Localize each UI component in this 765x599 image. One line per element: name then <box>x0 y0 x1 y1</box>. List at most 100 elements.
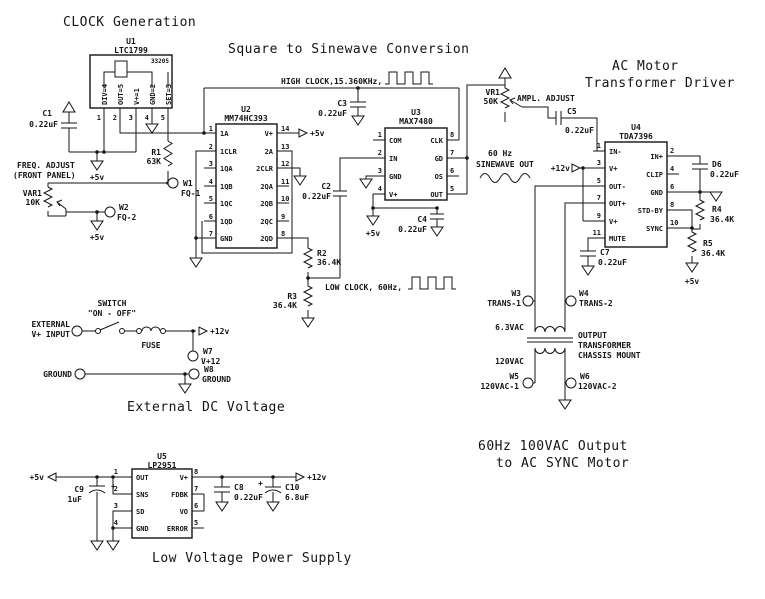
w3-ref: W3 <box>511 289 521 298</box>
plus5v-label: +5v <box>30 473 45 482</box>
d6-value: 0.22uF <box>710 170 739 179</box>
u4-pin-label: MUTE <box>609 235 626 243</box>
c4-ref: C4 <box>417 215 427 224</box>
w6-connector <box>565 377 577 389</box>
c7-capacitor <box>580 250 596 257</box>
u1-pin-number-1: 1 <box>97 114 101 122</box>
plus5v-label: +5v <box>685 277 700 286</box>
u2-pin-number: 1 <box>209 125 213 133</box>
c1-ref: C1 <box>42 109 52 118</box>
u2-pin-number: 7 <box>209 230 213 238</box>
vr1-wires <box>504 78 598 152</box>
u4-right-wires <box>679 155 716 232</box>
transformer-note-3: CHASSIS MOUNT <box>578 351 641 360</box>
c9-ground-arrow <box>90 540 104 551</box>
w5-ref: W5 <box>509 372 519 381</box>
u2-pin-number: 13 <box>281 143 289 151</box>
plus12v-right-arrow <box>198 326 209 336</box>
u5-pin-label: SNS <box>136 491 149 499</box>
secondary-voltage-label: 120VAC <box>495 357 524 366</box>
u5-pin-number: 5 <box>194 519 198 527</box>
junction-dot <box>220 475 224 479</box>
u3-pin-label: OS <box>435 173 443 181</box>
u2-pin-label: 1QA <box>220 165 233 173</box>
r2-ref: R2 <box>317 249 327 258</box>
r2-value: 36.4K <box>317 258 341 267</box>
junction-dot <box>465 156 469 160</box>
junction-dot <box>102 150 106 154</box>
c8-ref: C8 <box>234 483 244 492</box>
u3-pin-stubs <box>373 139 459 195</box>
u5-pin-label: OUT <box>136 474 149 482</box>
sine-wave-icon <box>479 173 531 183</box>
u3-pin-number: 5 <box>450 185 454 193</box>
u5-pin-number: 3 <box>114 502 118 510</box>
u2-pin-label: 2CLR <box>256 165 274 173</box>
plus5v-arrow <box>366 215 380 226</box>
r3-ref: R3 <box>287 292 297 301</box>
u2-pin-label: V+ <box>265 130 273 138</box>
u5-pin-number: 2 <box>114 485 118 493</box>
junction-dot <box>371 206 375 210</box>
junction-dot <box>95 150 99 154</box>
title-output-2: to AC SYNC Motor <box>496 456 629 471</box>
u4-ref: U4 <box>631 123 641 132</box>
plus12v-label: +12v <box>210 327 229 336</box>
u3-pin-label: IN <box>389 155 397 163</box>
u1-pin-out: OUT=5 <box>117 84 125 105</box>
w4-label: TRANS-2 <box>579 299 613 308</box>
w1-label: FQ-1 <box>181 189 200 198</box>
transformer-primary-coil <box>534 326 566 333</box>
u3-ref: U3 <box>411 108 421 117</box>
switch-lever <box>99 321 120 331</box>
junction-dot <box>271 475 275 479</box>
r2-resistor <box>302 247 314 269</box>
u2-pin-label: 1QD <box>220 218 233 226</box>
u3-pin-label: COM <box>389 137 402 145</box>
fuse-end <box>136 328 142 334</box>
net-sine-out: VR1 50K AMPL. ADJUST C5 0.22uF 60 Hz SIN… <box>476 67 598 183</box>
u2-pin-label: 2QD <box>260 235 273 243</box>
r4-value: 36.4K <box>710 215 734 224</box>
plus5v-left-arrow <box>46 472 57 482</box>
c9-plus-sign: + <box>111 482 116 491</box>
u4-chip-box <box>604 141 668 248</box>
plus5v-arrow <box>685 262 699 273</box>
transformer-ground-arrow <box>558 399 572 410</box>
u1-part: LTC1799 <box>114 46 148 55</box>
u3-pin-number: 3 <box>378 167 382 175</box>
u2-pin-number: 5 <box>209 195 213 203</box>
chip-u3: U3 MAX7480 COM IN GND V+ CLK GD OS OUT 1… <box>359 84 505 238</box>
w8-connector <box>188 368 200 380</box>
u4-pin-number: 11 <box>593 229 601 237</box>
c10-plus-sign: + <box>258 479 263 488</box>
c4-capacitor <box>430 213 444 220</box>
external-dc-wires <box>82 330 196 384</box>
title-clock-generation: CLOCK Generation <box>63 15 196 30</box>
c4-value: 0.22uF <box>398 225 427 234</box>
u3-pin-number: 6 <box>450 167 454 175</box>
fuse-end <box>160 328 166 334</box>
section-external-dc: SWITCH "ON - OFF" EXTERNAL V+ INPUT FUSE… <box>31 299 231 394</box>
u4-pin-label: CLIP <box>646 171 663 179</box>
switch-label-2: "ON - OFF" <box>88 309 136 318</box>
fuse-element <box>141 326 161 332</box>
r4-ref: R4 <box>712 205 722 214</box>
u2-pin-number: 4 <box>209 178 213 186</box>
junction-dot <box>581 166 585 170</box>
c8-ground-arrow <box>215 501 229 512</box>
u1-pin-number-4: 4 <box>145 114 149 122</box>
w1-ref: W1 <box>183 179 193 188</box>
w2-label: FQ-2 <box>117 213 136 222</box>
switch-label-1: SWITCH <box>98 299 127 308</box>
r3-resistor <box>302 285 314 307</box>
junction-dot <box>95 210 99 214</box>
u2-pin-number: 6 <box>209 213 213 221</box>
c1-value: 0.22uF <box>29 120 58 129</box>
u1-pin-set: SET=3 <box>165 84 173 105</box>
ground-input-terminal <box>74 368 86 380</box>
transformer-note-1: OUTPUT <box>578 331 607 340</box>
u2-pin-label: 1CLR <box>220 148 238 156</box>
vr1-potentiometer <box>499 87 511 109</box>
